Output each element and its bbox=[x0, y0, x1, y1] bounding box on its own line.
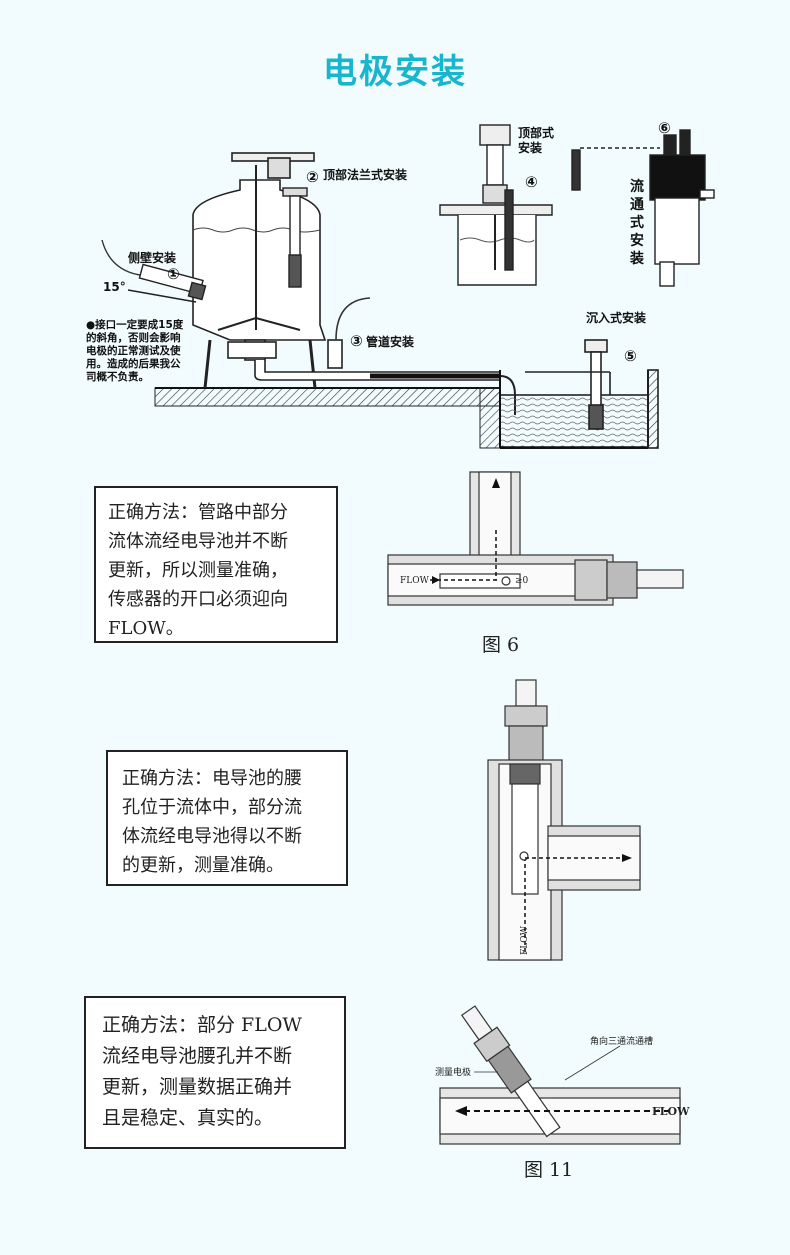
number-6: ⑥ bbox=[658, 119, 671, 137]
svg-text:●接口一定要成15度: ●接口一定要成15度 bbox=[86, 318, 184, 331]
svg-text:通: 通 bbox=[630, 197, 644, 213]
number-4: ④ bbox=[525, 173, 538, 191]
figure-section-2: FLOW bbox=[487, 679, 641, 961]
text-box-2-line: 的更新，测量准确。 bbox=[122, 855, 284, 876]
text-box-1-line: FLOW。 bbox=[108, 618, 184, 639]
text-box-3-line: 正确方法：部分 FLOW bbox=[102, 1014, 302, 1036]
figure-2-flow-label: FLOW bbox=[520, 925, 530, 955]
text-box-3-line: 流经电导池腰孔并不断 bbox=[102, 1045, 293, 1067]
label-immersion: 沉入式安装 bbox=[586, 310, 646, 325]
top-flange-electrode bbox=[282, 187, 308, 288]
text-box-2-line: 正确方法：电导池的腰 bbox=[122, 768, 302, 789]
figure-11-caption: 图 11 bbox=[524, 1159, 574, 1181]
text-box-1: 正确方法：管路中部分 流体流经电导池并不断 更新，所以测量准确， 传感器的开口必… bbox=[94, 486, 338, 643]
text-box-2: 正确方法：电导池的腰 孔位于流体中，部分流 体流经电导池得以不断 的更新，测量准… bbox=[106, 750, 348, 886]
svg-text:用。造成的后果我公: 用。造成的后果我公 bbox=[85, 357, 181, 370]
text-box-1-line: 更新，所以测量准确， bbox=[108, 560, 288, 581]
text-box-1-line: 正确方法：管路中部分 bbox=[108, 502, 288, 523]
number-5: ⑤ bbox=[624, 347, 637, 365]
text-box-3-line: 更新，测量数据正确并 bbox=[102, 1076, 293, 1098]
svg-text:的斜角，否则会影响: 的斜角，否则会影响 bbox=[86, 331, 181, 344]
svg-text:流: 流 bbox=[630, 178, 644, 195]
text-box-1-line: 流体流经电导池并不断 bbox=[108, 531, 288, 552]
text-box-3-line: 且是稳定、真实的。 bbox=[102, 1107, 274, 1129]
text-box-2-line: 体流经电导池得以不断 bbox=[122, 826, 302, 847]
number-3: ③ bbox=[350, 332, 363, 350]
installation-diagram: 侧壁安装 15° ① ② 顶部法兰式安装 ③ 管道安装 ④ 顶部式 安装 ⑤ 沉… bbox=[85, 119, 715, 449]
label-top-mount-line2: 安装 bbox=[518, 140, 542, 155]
side-wall-electrode bbox=[101, 239, 207, 303]
label-top-flange: 顶部法兰式安装 bbox=[323, 167, 407, 182]
pipe-line bbox=[227, 297, 516, 415]
label-angle: 15° bbox=[103, 280, 126, 294]
svg-text:安: 安 bbox=[630, 232, 644, 249]
figure-11-flow-label: FLOW bbox=[652, 1105, 690, 1118]
figure-6-angle-label: ≥0 bbox=[515, 576, 529, 586]
text-box-3: 正确方法：部分 FLOW 流经电导池腰孔并不断 更新，测量数据正确并 且是稳定、… bbox=[84, 996, 346, 1149]
svg-text:装: 装 bbox=[629, 250, 645, 267]
svg-text:司概不负责。: 司概不负责。 bbox=[86, 370, 149, 383]
figure-6-caption: 图 6 bbox=[482, 634, 520, 656]
text-box-2-line: 孔位于流体中，部分流 bbox=[122, 797, 302, 818]
text-box-1-line: 传感器的开口必须迎向 bbox=[108, 589, 288, 610]
figure-6: FLOW ≥0 bbox=[387, 471, 684, 606]
immersion-tank bbox=[499, 339, 659, 449]
label-side-wall: 侧壁安装 bbox=[128, 250, 176, 265]
label-pipe: 管道安装 bbox=[366, 334, 414, 349]
number-2: ② bbox=[306, 168, 319, 186]
flow-through-assembly bbox=[580, 129, 715, 287]
label-flow-through: 流 通 式 安 装 bbox=[629, 178, 645, 267]
svg-text:式: 式 bbox=[630, 214, 644, 231]
figure-11-tank-label: 角向三通流通槽 bbox=[590, 1035, 653, 1047]
svg-text:电极的正常测试及使: 电极的正常测试及使 bbox=[86, 344, 181, 357]
number-1: ① bbox=[167, 265, 180, 283]
page-title: 电极安装 bbox=[323, 52, 467, 92]
label-top-mount-line1: 顶部式 bbox=[518, 125, 554, 140]
figure-11-electrode-label: 测量电极 bbox=[435, 1066, 471, 1078]
figure-6-flow-label: FLOW bbox=[400, 576, 430, 586]
installation-note: ●接口一定要成15度 的斜角，否则会影响 电极的正常测试及使 用。造成的后果我公… bbox=[85, 318, 184, 383]
top-mount-assembly bbox=[439, 124, 581, 286]
